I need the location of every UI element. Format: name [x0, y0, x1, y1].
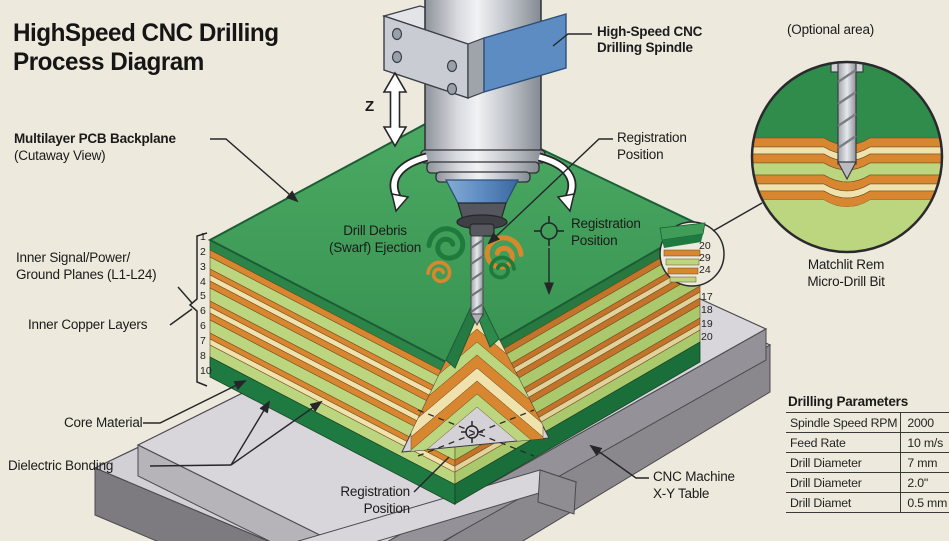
label-registration-bottom: Registration Position [340, 484, 410, 516]
layer-number: 2 [200, 245, 206, 258]
leader-dielectric-b [230, 400, 323, 466]
bolt-hole [391, 27, 403, 41]
leader-spindle [552, 33, 592, 47]
bolt-hole [446, 59, 458, 73]
label-micro-drill-bit: Matchlit Rem Micro-Drill Bit [807, 257, 885, 289]
crosshair-icon [534, 216, 564, 246]
parameter-value: 2.0" [900, 472, 949, 493]
crosshair-icon [461, 421, 483, 443]
label-cnc-table: CNC Machine X-Y Table [653, 469, 735, 501]
layer-number: 24 [699, 264, 711, 276]
page-title-line1: HighSpeed CNC Drilling [13, 19, 279, 47]
label-core-material: Core Material [64, 415, 143, 430]
registration-mid-marker [534, 216, 564, 296]
bolt-hole [446, 82, 458, 96]
layer-number: 29 [699, 252, 711, 264]
page-title-line2: Process Diagram [13, 48, 204, 76]
label-registration-mid: Registration Position [571, 216, 641, 248]
layer-number: 20 [701, 330, 713, 343]
micro-drill-inset [750, 60, 944, 254]
parameters-table-row: Spindle Speed RPM 2000 [786, 412, 949, 433]
label-z-axis: Z [365, 98, 374, 115]
parameters-table-row: Feed Rate 10 m/s [786, 432, 949, 453]
drill-bit [470, 235, 484, 327]
magnifier-source-circle [659, 221, 725, 287]
layer-number: 10 [200, 364, 212, 377]
layer-number: 20 [699, 240, 711, 252]
pcb-left-face-layers [209, 239, 456, 506]
leader-registration-top [487, 138, 613, 245]
swarf-swirls [426, 226, 524, 284]
label-optional-area: (Optional area) [787, 22, 875, 37]
parameter-name: Drill Diameter [786, 472, 901, 493]
magnifier-connector [712, 202, 763, 232]
label-backplane: Multilayer PCB Backplane (Cutaway View) [14, 131, 176, 163]
layer-number: 8 [200, 349, 206, 362]
leader-backplane [210, 138, 299, 203]
parameters-table-title: Drilling Parameters [788, 394, 909, 409]
layer-number: 17 [701, 291, 713, 303]
layer-number: 1 [200, 231, 206, 243]
parameter-value: 2000 [900, 412, 949, 433]
leader-dielectric-a [230, 400, 271, 466]
leader-lines [143, 33, 763, 493]
label-spindle: High-Speed CNC Drilling Spindle [597, 24, 703, 55]
parameters-table-body: Spindle Speed RPM 2000 Feed Rate 10 m/s … [786, 412, 949, 513]
layer-number: 19 [701, 317, 713, 330]
parameter-value: 0.5 mm [900, 492, 949, 513]
label-inner-copper: Inner Copper Layers [28, 317, 148, 332]
layer-number: 3 [200, 260, 206, 273]
layer-bracket [188, 232, 208, 387]
parameters-table: Spindle Speed RPM 2000 Feed Rate 10 m/s … [786, 412, 949, 513]
z-axis-arrow [382, 71, 408, 148]
layer-number: 5 [200, 290, 206, 303]
layer-number: 7 [200, 334, 206, 347]
parameter-name: Spindle Speed RPM [786, 412, 901, 433]
parameter-name: Drill Diamet [786, 492, 901, 513]
leader-dielectric [149, 464, 232, 467]
leader-cnc-table [589, 444, 649, 479]
drilling-spindle [381, 0, 577, 327]
label-inner-planes: Inner Signal/Power/ Ground Planes (L1-L2… [16, 250, 157, 282]
layer-number: 6 [200, 320, 206, 333]
parameters-table-row: Drill Diameter 2.0" [786, 472, 949, 493]
leader-registration-bottom [413, 456, 450, 493]
parameters-table-row: Drill Diameter 7 mm [786, 452, 949, 473]
leader-inner-copper [169, 308, 193, 326]
spindle-collet [444, 179, 520, 206]
parameter-value: 7 mm [900, 452, 949, 473]
parameters-table-row: Drill Diamet 0.5 mm [786, 492, 949, 513]
layer-number: 4 [200, 275, 206, 288]
parameter-name: Drill Diameter [786, 452, 901, 473]
rotation-arrows [389, 152, 577, 213]
bolt-hole [391, 50, 403, 64]
table-registration-mark [417, 409, 535, 457]
spindle-mount-bracket [383, 13, 567, 99]
leader-inner-planes [177, 286, 193, 304]
page-title: HighSpeed CNC Drilling Process Diagram [13, 19, 279, 77]
leader-core-material [143, 380, 247, 424]
label-dielectric-bonding: Dielectric Bonding [8, 458, 114, 473]
inset-drill-bit [830, 62, 864, 181]
label-drill-debris: Drill Debris (Swarf) Ejection [328, 223, 422, 255]
pcb-stack [207, 106, 703, 506]
parameter-value: 10 m/s [900, 432, 949, 453]
layer-number: 18 [701, 304, 713, 317]
parameter-name: Feed Rate [786, 432, 901, 453]
layer-number: 6 [200, 305, 206, 318]
label-registration-top: Registration Position [617, 130, 687, 162]
